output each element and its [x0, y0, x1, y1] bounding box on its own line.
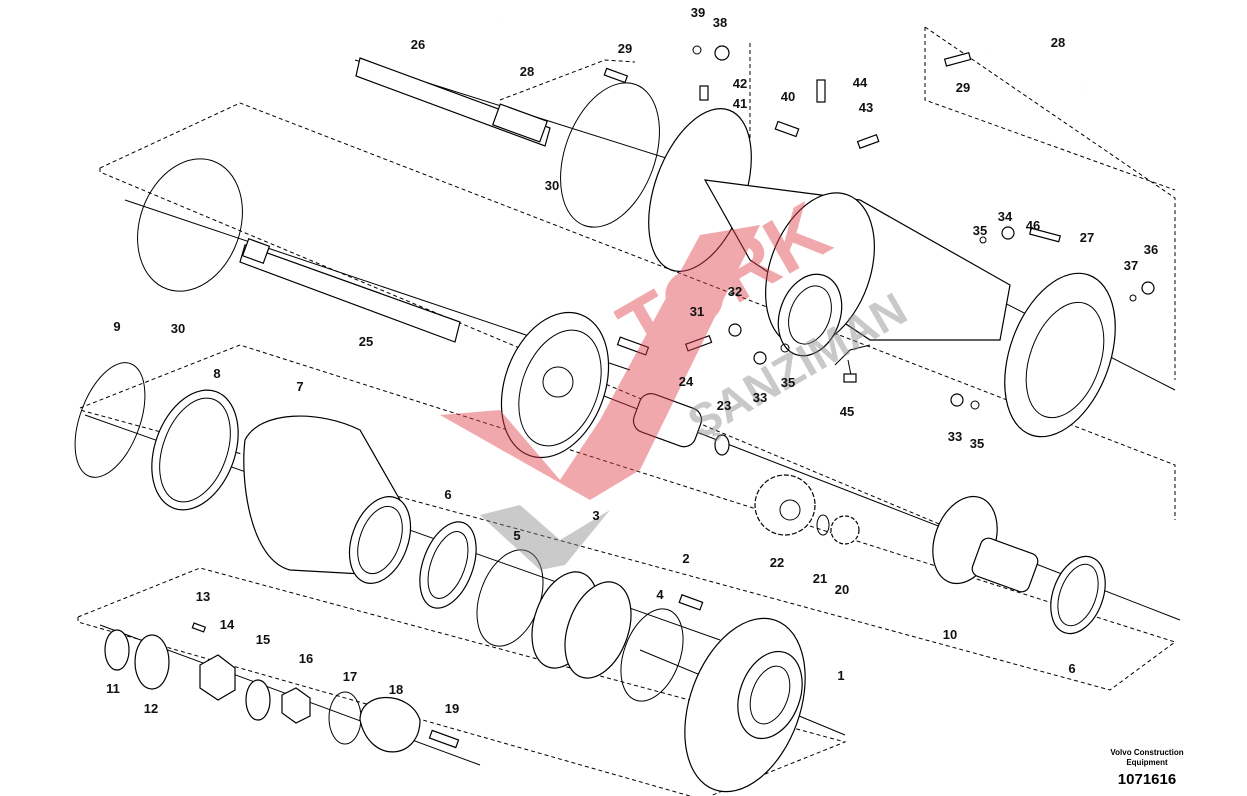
- part-number-callout: 42: [733, 76, 747, 91]
- axle-housing: [648, 108, 1116, 438]
- part-number-callout: 44: [853, 75, 868, 90]
- part-number-callout: 25: [359, 334, 373, 349]
- part-number-callout: 35: [970, 436, 984, 451]
- part-number-callout: 35: [973, 223, 987, 238]
- washer-23: [714, 434, 730, 456]
- part-number-callout: 31: [690, 304, 704, 319]
- ring-8: [151, 389, 239, 511]
- snap-ring-21: [816, 514, 830, 536]
- part-number-callout: 39: [691, 5, 705, 20]
- sun-gear-24: [632, 393, 703, 448]
- part-number-callout: 16: [299, 651, 313, 666]
- part-number-callout: 15: [256, 632, 270, 647]
- footer: Volvo Construction Equipment 1071616: [1107, 748, 1187, 788]
- part-number-callout: 8: [213, 366, 220, 381]
- planet-gear-22: [754, 474, 816, 536]
- part-number-callout: 3: [592, 508, 599, 523]
- part-number-callout: 14: [220, 617, 235, 632]
- o-ring-30-lower: [137, 158, 243, 292]
- bearing-6-right: [1050, 555, 1106, 635]
- part-number-callout: 29: [618, 41, 632, 56]
- part-number-callout: 24: [679, 374, 694, 389]
- part-number-callout: 43: [859, 100, 873, 115]
- part-number-callout: 46: [1026, 218, 1040, 233]
- gear-20: [830, 515, 860, 545]
- bolt-2: [678, 594, 704, 611]
- part-number-callout: 33: [948, 429, 962, 444]
- document-number: 1071616: [1117, 771, 1177, 788]
- part-number-callout: 9: [113, 319, 120, 334]
- part-number-callout: 23: [717, 398, 731, 413]
- part-number-callout: 28: [520, 64, 534, 79]
- part-number-callout: 41: [733, 96, 747, 111]
- part-number-callout: 28: [1051, 35, 1065, 50]
- spindle-10: [932, 495, 1039, 593]
- washer-11: [104, 629, 130, 671]
- part-number-callout: 6: [1068, 661, 1075, 676]
- part-number-callout: 19: [445, 701, 459, 716]
- part-number-callout: 36: [1144, 242, 1158, 257]
- part-number-callout: 32: [728, 284, 742, 299]
- part-number-callout: 11: [106, 681, 120, 696]
- part-number-callout: 26: [411, 37, 425, 52]
- part-number-callout: 45: [840, 404, 854, 419]
- axle-shaft-26: [355, 57, 551, 147]
- fasteners: [104, 45, 1155, 753]
- part-number-callout: 40: [781, 89, 795, 104]
- snap-ring-9: [74, 362, 146, 478]
- axle-shaft-25: [239, 238, 461, 343]
- manufacturer-label: Volvo Construction Equipment: [1110, 748, 1184, 767]
- wheel-hub-1: [684, 617, 806, 793]
- part-number-callout: 2: [682, 551, 689, 566]
- part-number-callout: 12: [144, 701, 158, 716]
- part-number-callout: 38: [713, 15, 727, 30]
- part-number-callout: 29: [956, 80, 970, 95]
- part-number-callout: 7: [296, 379, 303, 394]
- part-number-callout: 17: [343, 669, 357, 684]
- brake-ring-gear: [500, 311, 610, 459]
- part-number-callout: 20: [835, 582, 849, 597]
- pin: [616, 336, 650, 356]
- part-number-callout: 18: [389, 682, 403, 697]
- pin-28: [497, 20, 1083, 90]
- part-number-callout: 21: [813, 571, 827, 586]
- part-number-callout: 10: [943, 627, 957, 642]
- o-ring-4: [620, 608, 684, 702]
- part-number-callout: 22: [770, 555, 784, 570]
- planetary-carrier-housing-7: [243, 415, 412, 584]
- part-number-callout: 35: [781, 375, 795, 390]
- part-number-callout: 6: [444, 487, 451, 502]
- part-number-callout: 33: [753, 390, 767, 405]
- part-number-callout: 4: [656, 587, 664, 602]
- part-number-callout: 34: [998, 209, 1013, 224]
- seal-3b: [564, 581, 632, 679]
- part-number-callout: 13: [196, 589, 210, 604]
- part-number-callout: 1: [837, 668, 844, 683]
- group-boundaries: [77, 26, 1177, 796]
- bearing-6: [419, 521, 477, 609]
- part-number-callout: 5: [513, 528, 520, 543]
- part-number-callout: 30: [171, 321, 185, 336]
- part-number-callout: 37: [1124, 258, 1138, 273]
- o-ring-30-upper: [560, 82, 660, 228]
- part-number-callout: 30: [545, 178, 559, 193]
- part-number-callout: 27: [1080, 230, 1094, 245]
